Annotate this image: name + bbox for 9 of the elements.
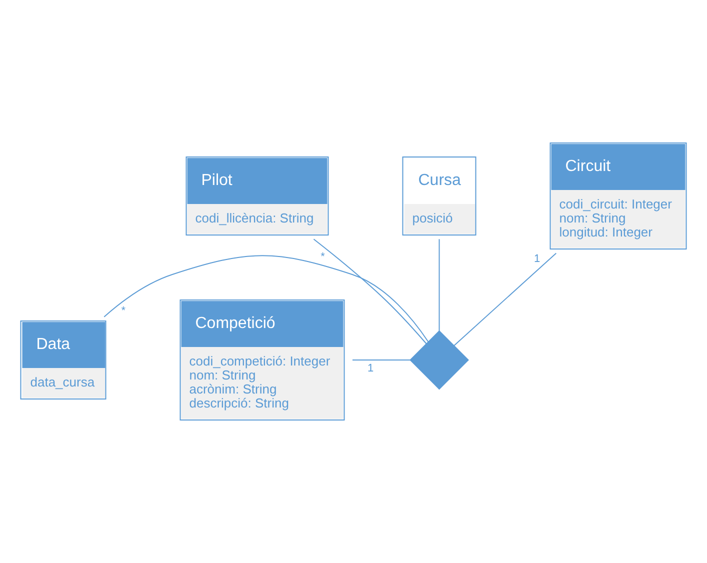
connector <box>104 255 429 342</box>
node-diamond <box>410 330 469 390</box>
edge-label: * <box>320 250 325 263</box>
connector <box>454 252 557 346</box>
connector <box>313 238 427 344</box>
edge-label: * <box>121 305 126 318</box>
connector <box>438 238 440 332</box>
edge-label: 1 <box>534 252 540 265</box>
edge-label: 1 <box>368 362 374 374</box>
